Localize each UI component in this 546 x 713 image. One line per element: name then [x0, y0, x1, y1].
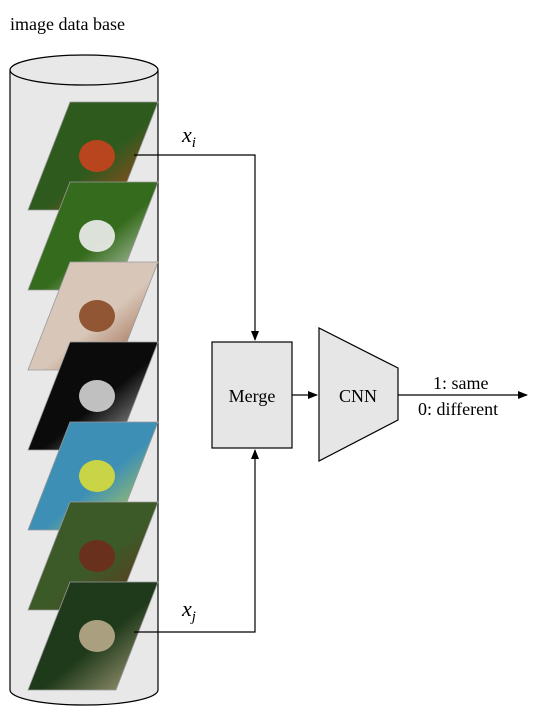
xi-label: xi	[181, 122, 196, 151]
database-title: image data base	[10, 14, 125, 34]
cnn-label: CNN	[339, 386, 377, 406]
merge-label: Merge	[229, 386, 276, 406]
output-different-label: 0: different	[418, 399, 498, 419]
xj-label: xj	[181, 596, 196, 625]
rugby-ball-stadium-image	[27, 581, 159, 691]
image-stack	[27, 101, 159, 691]
merge-block: Merge	[211, 341, 293, 449]
cnn-block: CNN	[318, 327, 399, 462]
output-same-label: 1: same	[433, 373, 489, 393]
xi-connector-arrow	[134, 154, 259, 341]
xj-connector-arrow	[134, 449, 259, 633]
